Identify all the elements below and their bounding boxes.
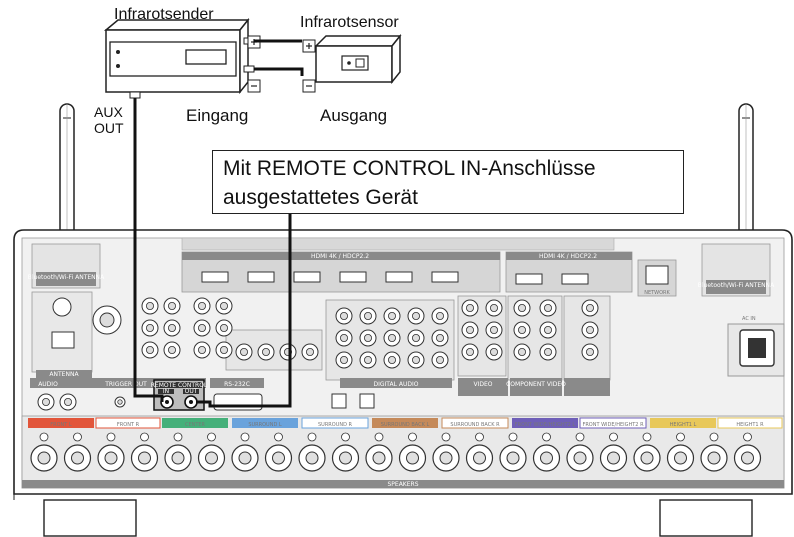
rca-jack bbox=[142, 298, 158, 314]
rca-jack bbox=[540, 344, 556, 360]
component-video-label: COMPONENT VIDEO bbox=[506, 381, 566, 388]
rca-jack bbox=[164, 320, 180, 336]
rca-jack bbox=[582, 322, 598, 338]
rca-jack bbox=[486, 322, 502, 338]
rca-jack bbox=[432, 352, 448, 368]
digital-audio-label: DIGITAL AUDIO bbox=[374, 381, 419, 388]
rca-jack bbox=[408, 330, 424, 346]
rca-jack bbox=[540, 300, 556, 316]
rca-jack bbox=[384, 330, 400, 346]
antenna-right-label: Bluetooth/Wi-Fi ANTENNA bbox=[698, 282, 775, 289]
rca-jack bbox=[216, 342, 232, 358]
ir-sensor-label: Infrarotsensor bbox=[300, 14, 399, 32]
rca-jack bbox=[582, 300, 598, 316]
rca-jack bbox=[582, 344, 598, 360]
rca-jack bbox=[462, 344, 478, 360]
ir-sensor-device bbox=[316, 36, 400, 82]
speaker-channel-label: HEIGHT1 R bbox=[736, 422, 764, 428]
rca-jack bbox=[164, 298, 180, 314]
rca-jack bbox=[384, 308, 400, 324]
rca-jack bbox=[280, 344, 296, 360]
plus-icon-sensor bbox=[303, 40, 315, 52]
rca-jack bbox=[360, 330, 376, 346]
rca-jack bbox=[408, 352, 424, 368]
rca-jack bbox=[336, 308, 352, 324]
rca-jack bbox=[462, 322, 478, 338]
video-label: VIDEO bbox=[473, 381, 492, 388]
remote-control-label: REMOTE CONTROL bbox=[151, 382, 208, 389]
speaker-channel-label: FRONT WIDE/HEIGHT2 L bbox=[515, 422, 576, 428]
ir-transmitter-label: Infrarotsender bbox=[114, 6, 214, 24]
rca-jack bbox=[514, 322, 530, 338]
network-label: NETWORK bbox=[644, 290, 670, 296]
callout-line-2: ausgestattetes Gerät bbox=[223, 183, 683, 212]
rca-jack bbox=[432, 330, 448, 346]
rca-jack bbox=[486, 344, 502, 360]
speaker-channel-label: SURROUND BACK L bbox=[381, 422, 430, 428]
rca-jack bbox=[60, 394, 76, 410]
speaker-channel-label: CENTER bbox=[185, 422, 206, 428]
rca-jack bbox=[194, 342, 210, 358]
hdmi-header-label: HDMI 4K / HDCP2.2 bbox=[311, 253, 369, 260]
remote-out-label: OUT bbox=[185, 388, 198, 395]
speaker-channel-label: HEIGHT1 L bbox=[670, 422, 697, 428]
rca-jack bbox=[194, 298, 210, 314]
speakers-label: SPEAKERS bbox=[387, 481, 418, 488]
minus-icon-transmitter bbox=[248, 80, 260, 92]
rca-jack bbox=[514, 344, 530, 360]
rca-jack bbox=[486, 300, 502, 316]
rca-jack bbox=[194, 320, 210, 336]
rca-jack bbox=[164, 342, 180, 358]
rca-jack bbox=[360, 308, 376, 324]
rca-jack bbox=[302, 344, 318, 360]
rca-jack bbox=[142, 342, 158, 358]
rca-jack bbox=[540, 322, 556, 338]
speaker-channel-label: SURROUND BACK R bbox=[450, 422, 500, 428]
callout-line-1: Mit REMOTE CONTROL IN-Anschlüsse bbox=[223, 154, 683, 183]
rca-jack bbox=[336, 352, 352, 368]
rca-jack bbox=[216, 320, 232, 336]
ir-transmitter-device bbox=[106, 20, 254, 98]
rca-jack bbox=[514, 300, 530, 316]
rca-jack bbox=[360, 352, 376, 368]
trigger-out-label: TRIGGER OUT bbox=[104, 381, 147, 388]
aux-out-label: AUX OUT bbox=[94, 104, 124, 136]
remote-in-label: IN bbox=[163, 388, 169, 395]
rca-jack bbox=[142, 320, 158, 336]
input-label: Eingang bbox=[186, 106, 248, 126]
rca-jack bbox=[236, 344, 252, 360]
speaker-channel-label: FRONT R bbox=[117, 422, 140, 428]
rca-jack bbox=[38, 394, 54, 410]
speaker-channel-label: FRONT WIDE/HEIGHT2 R bbox=[582, 422, 644, 428]
rca-jack bbox=[258, 344, 274, 360]
output-label: Ausgang bbox=[320, 106, 387, 126]
rca-jack bbox=[432, 308, 448, 324]
audio-label: AUDIO bbox=[38, 381, 58, 388]
rca-jack bbox=[462, 300, 478, 316]
speaker-channel-label: SURROUND L bbox=[248, 422, 282, 428]
ac-in-label: AC IN bbox=[742, 316, 756, 322]
antenna-label: ANTENNA bbox=[49, 371, 79, 378]
device-callout-box: Mit REMOTE CONTROL IN-Anschlüsse ausgest… bbox=[212, 150, 684, 214]
hdmi-header-right-label: HDMI 4K / HDCP2.2 bbox=[539, 253, 597, 260]
rca-jack bbox=[115, 397, 125, 407]
rs232c-label: RS-232C bbox=[224, 381, 250, 388]
speaker-channel-label: FRONT L bbox=[50, 422, 72, 428]
antenna-left-label: Bluetooth/Wi-Fi ANTENNA bbox=[28, 274, 105, 281]
rca-jack bbox=[336, 330, 352, 346]
rca-jack bbox=[384, 352, 400, 368]
rca-jack bbox=[216, 298, 232, 314]
minus-icon-sensor bbox=[303, 80, 315, 92]
speaker-channel-label: SURROUND R bbox=[318, 422, 353, 428]
rca-jack bbox=[408, 308, 424, 324]
cable-transmitter-to-sensor-minus bbox=[254, 69, 302, 76]
